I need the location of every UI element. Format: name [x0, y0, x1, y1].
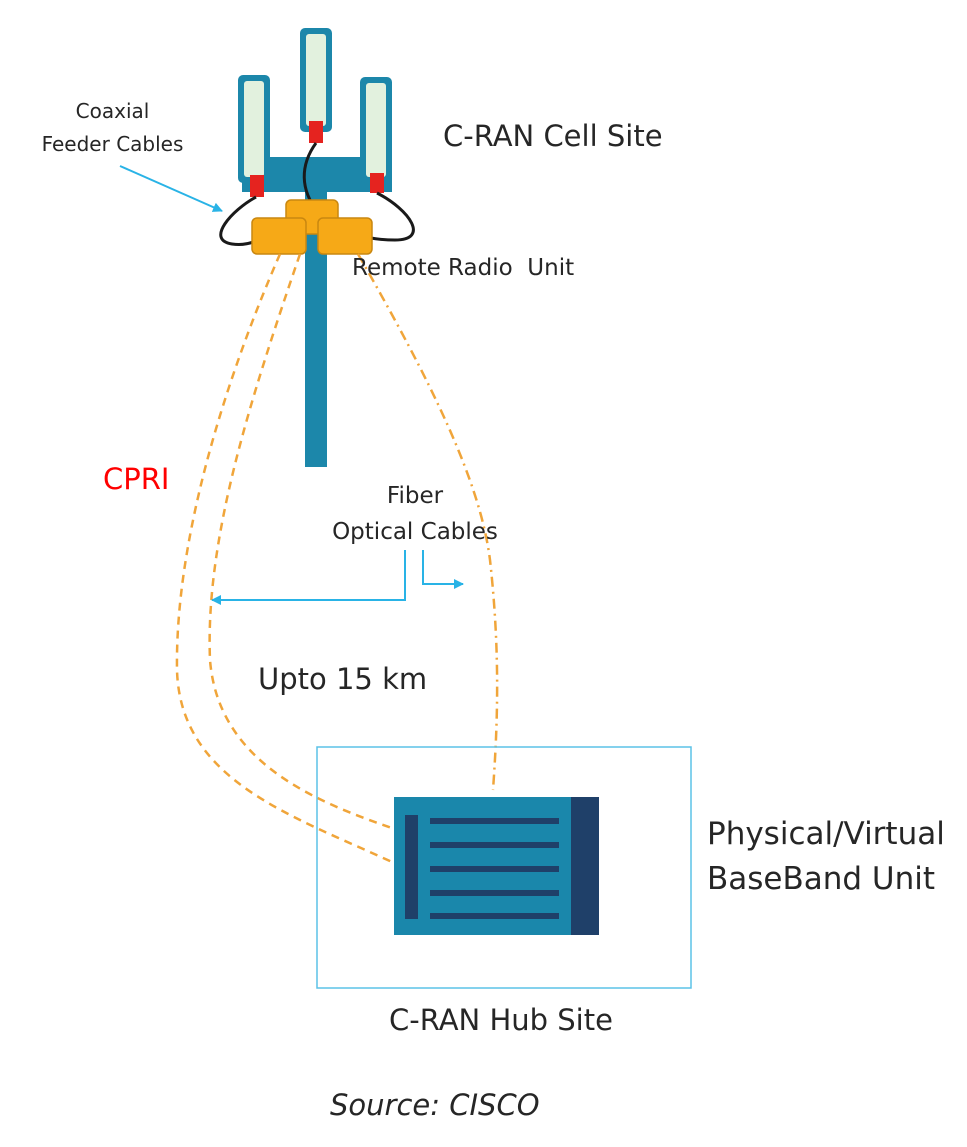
connector-left	[250, 175, 264, 197]
antenna-left	[238, 75, 270, 183]
distance-label: Upto 15 km	[258, 662, 428, 696]
connector-center	[309, 121, 323, 143]
coaxial-label-line1: Coaxial	[75, 99, 150, 123]
fiber-cable-inner	[208, 253, 393, 830]
fiber-optical-label: Fiber Optical Cables	[320, 478, 510, 550]
coaxial-feeder-label: Coaxial Feeder Cables	[30, 95, 195, 161]
cpri-label: CPRI	[103, 462, 170, 496]
baseband-unit	[394, 797, 599, 935]
hub-site-box	[316, 746, 692, 989]
fiber-cable-outer	[175, 253, 393, 864]
fiber-label-line2: Optical Cables	[332, 519, 498, 545]
fiber-cable-right	[356, 253, 499, 791]
remote-radio-unit-label: Remote Radio Unit	[352, 255, 575, 281]
coaxial-label-line2: Feeder Cables	[41, 132, 184, 156]
distance-arrows	[211, 550, 464, 605]
fiber-label-line1: Fiber	[386, 483, 444, 509]
bbu-label-line1: Physical/Virtual	[707, 816, 945, 852]
connector-right	[370, 173, 384, 193]
antenna-right	[360, 77, 392, 183]
hub-site-label: C-RAN Hub Site	[389, 1003, 613, 1037]
coaxial-pointer-arrow	[119, 165, 223, 212]
cell-site-label: C-RAN Cell Site	[443, 119, 663, 153]
baseband-unit-label: Physical/Virtual BaseBand Unit	[707, 812, 945, 902]
bbu-label-line2: BaseBand Unit	[707, 861, 936, 897]
fiber-cables	[175, 253, 499, 864]
source-label: Source: CISCO	[330, 1088, 540, 1122]
remote-radio-units	[251, 199, 373, 255]
antenna-center	[300, 28, 332, 132]
